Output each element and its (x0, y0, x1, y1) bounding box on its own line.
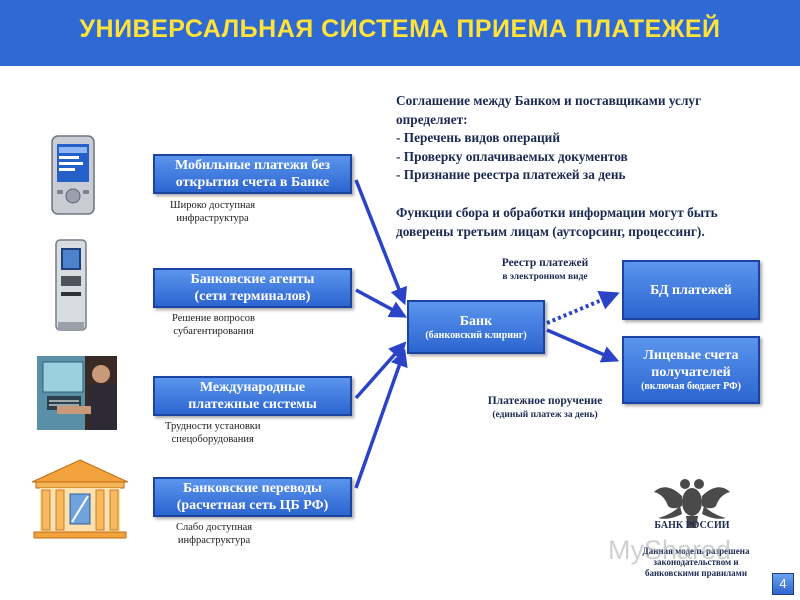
channel-intl-note1: Трудности установки (165, 421, 261, 432)
atm-icon (37, 356, 117, 435)
channel-intl-note2: спецоборудования (171, 434, 254, 445)
outsourcing-text: Функции сбора и обработки информации мог… (396, 204, 718, 241)
bank-subtitle: (банковский клиринг) (425, 329, 527, 341)
channel-mobile-line1: Мобильные платежи без (174, 158, 331, 173)
header-bar: УНИВЕРСАЛЬНАЯ СИСТЕМА ПРИЕМА ПЛАТЕЖЕЙ (0, 0, 800, 66)
agreement-line: - Признание реестра платежей за день (396, 167, 626, 182)
channel-intl-box: Международные платежные системы (153, 376, 352, 416)
payment-order-line1: Платежное поручение (487, 395, 603, 407)
db-payments-box: БД платежей (622, 260, 760, 320)
arrow-mobile-to-bank (354, 179, 408, 306)
emblem-caption-line: законодательством и (653, 557, 739, 567)
arrow-bank-to-accounts (546, 328, 620, 363)
channel-intl-note: Трудности установки спецоборудования (165, 420, 261, 446)
accounts-line1: Лицевые счета (643, 348, 739, 363)
accounts-subtitle: (включая бюджет РФ) (641, 381, 741, 392)
agreement-line: - Проверку оплачиваемых документов (396, 148, 628, 164)
channel-intl-line1: Международные (199, 380, 306, 395)
channel-transfers-box: Банковские переводы (расчетная сеть ЦБ Р… (153, 477, 352, 517)
channel-transfers-note: Слабо доступная инфраструктура (176, 521, 252, 547)
outsourcing-line: доверены третьим лицам (аутсорсинг, проц… (396, 223, 705, 239)
emblem-caption-line: Данная модель разрешена (642, 546, 750, 556)
payment-terminal-icon (46, 238, 94, 338)
channel-agents-note: Решение вопросов субагентирования (172, 312, 255, 338)
agreement-line: определяет: (396, 111, 468, 127)
registry-line2: в электронном виде (502, 272, 588, 282)
page-number[interactable]: 4 (772, 573, 794, 595)
db-payments-title: БД платежей (650, 282, 732, 298)
outsourcing-line: Функции сбора и обработки информации мог… (396, 205, 718, 220)
agreement-text: Соглашение между Банком и поставщиками у… (396, 92, 701, 185)
channel-agents-note2: субагентирования (173, 326, 254, 337)
channel-agents-line1: Банковские агенты (190, 272, 315, 287)
bank-building-icon (30, 458, 130, 545)
pda-phone-icon (48, 134, 100, 223)
channel-transfers-note2: инфраструктура (177, 535, 251, 546)
arrow-bank-to-db (546, 290, 620, 325)
channel-agents-line2: (сети терминалов) (194, 289, 311, 304)
channel-mobile-box: Мобильные платежи без открытия счета в Б… (153, 154, 352, 194)
payment-order-line2: (единый платеж за день) (492, 410, 598, 420)
page-title: УНИВЕРСАЛЬНАЯ СИСТЕМА ПРИЕМА ПЛАТЕЖЕЙ (79, 15, 721, 43)
agreement-line: - Перечень видов операций (396, 130, 561, 145)
agreement-line: Соглашение между Банком и поставщиками у… (396, 93, 702, 108)
channel-transfers-note1: Слабо доступная (176, 522, 253, 533)
channel-mobile-note: Широко доступная инфраструктура (170, 199, 255, 225)
emblem-caption-line: банковскими правилами (644, 568, 748, 578)
registry-label: Реестр платежей в электронном виде (480, 256, 610, 284)
arrow-agents-to-bank (355, 288, 408, 318)
channel-mobile-note1: Широко доступная (170, 200, 256, 211)
bank-of-russia-emblem (652, 476, 732, 553)
emblem-text: БАНК РОССИИ (654, 520, 730, 531)
channel-mobile-line2: открытия счета в Банке (175, 175, 330, 190)
bank-box: Банк (банковский клиринг) (407, 300, 545, 354)
payment-order-label: Платежное поручение (единый платеж за де… (470, 394, 620, 422)
emblem-title: БАНК РОССИИ (652, 518, 732, 533)
channel-agents-note1: Решение вопросов (172, 313, 256, 324)
bank-title: Банк (459, 313, 493, 329)
arrow-transfers-to-bank (354, 348, 408, 489)
channel-transfers-line1: Банковские переводы (182, 481, 322, 496)
accounts-line2: получателей (651, 365, 731, 380)
watermark: MyShared (608, 535, 732, 565)
emblem-caption: Данная модель разрешена законодательство… (626, 546, 766, 579)
channel-mobile-note2: инфраструктура (176, 213, 249, 224)
accounts-box: Лицевые счета получателей (включая бюдже… (622, 336, 760, 404)
channel-transfers-line2: (расчетная сеть ЦБ РФ) (176, 498, 329, 513)
channel-agents-box: Банковские агенты (сети терминалов) (153, 268, 352, 308)
channel-intl-line2: платежные системы (188, 397, 317, 412)
registry-line1: Реестр платежей (501, 257, 589, 269)
